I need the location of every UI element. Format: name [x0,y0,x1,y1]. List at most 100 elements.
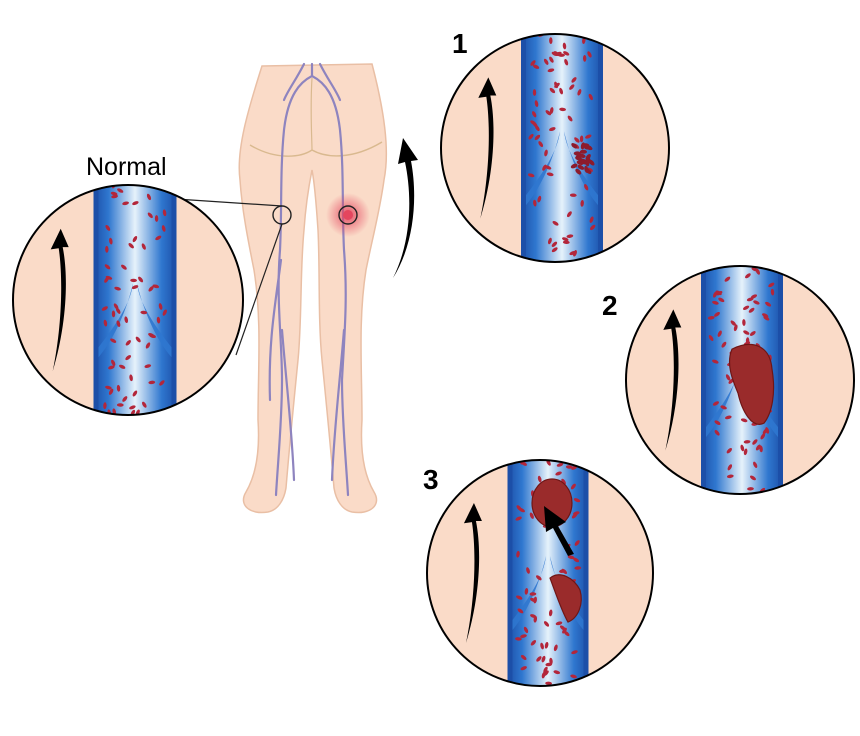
blood-cell [712,359,719,364]
stage-2-label: 2 [602,290,618,321]
stage-3-border [426,459,654,687]
blood-cell [159,380,165,386]
blood-cell [551,241,558,247]
blood-cell [162,309,167,316]
blood-cell [122,201,129,206]
normal-blood-cells [101,185,167,415]
stage-1-blood-cells [527,34,596,257]
normal-valve-left [98,283,133,358]
blood-cell [113,303,119,310]
blood-cell [541,655,546,663]
stage-2-panel [625,265,855,495]
blood-cell [105,275,113,280]
stage-2-vessel-wall-right [778,266,783,494]
legs-illustration [238,62,388,514]
blood-cell [555,621,563,626]
blood-cell [537,475,542,483]
blood-cell [140,310,148,315]
normal-vessel-wall-left [93,185,99,415]
stage-2-blood-cells [707,266,775,494]
blood-cell [129,374,133,382]
blood-cell [570,483,576,490]
stage-1-flow-arrow [478,77,497,219]
stage-3-residual-clot [549,574,582,623]
blood-cell [590,224,596,231]
blood-cell [527,173,535,178]
blood-cell [559,569,566,573]
clustered-cell [580,142,585,150]
blood-cell [720,405,727,410]
blood-cell [141,401,147,408]
blood-cell [718,297,725,303]
blood-cell [537,195,542,203]
blood-cell [717,330,722,337]
blood-cell [517,608,524,614]
blood-cell [529,592,537,596]
clustered-cell [584,165,589,173]
blood-cell [543,666,548,673]
blood-cell [109,237,113,245]
clustered-cell [578,153,586,158]
blood-cell [574,566,582,570]
blood-cell [132,201,139,206]
clustered-cell [573,151,581,156]
clustered-cell [575,156,583,161]
blood-cell [750,475,756,481]
stage-3-vessel-wall-left [507,460,513,686]
blood-cell [122,396,128,402]
blood-cell [549,107,554,114]
blood-cell [555,471,562,476]
vein-5 [280,328,296,482]
blood-cell [148,380,156,385]
normal-valve-right [137,283,172,358]
normal-vessel [93,185,177,415]
normal-vessel-wall-right [171,185,177,415]
blood-cell [111,194,118,199]
blood-cell [559,107,566,112]
blood-cell [528,133,534,140]
blood-cell [549,87,556,94]
stage-3-panel [426,459,654,687]
blood-cell [526,567,530,574]
stage-1-valve-right [564,131,598,206]
blood-cell [565,465,573,469]
normal-border [12,184,244,416]
clustered-cell [570,163,578,169]
blood-cell [559,87,564,95]
normal-label: Normal [86,153,167,181]
blood-cell [532,111,537,118]
blood-cell [147,212,153,219]
blood-cell [523,626,529,634]
clustered-cell [585,153,591,161]
blood-cell [562,627,567,634]
clustered-cell [577,164,585,170]
blood-cell [520,654,527,661]
clustered-cell [575,168,582,175]
blood-cell [582,55,587,62]
blood-cell [753,461,758,468]
blood-cell [570,674,577,679]
vein-6 [330,328,346,482]
blood-cell [156,316,161,324]
blood-cell [547,68,555,73]
blood-cell [515,516,522,521]
blood-cell [726,448,732,454]
clot-dot [343,210,353,220]
blood-cell [714,420,721,426]
blood-cell [569,84,575,90]
blood-cell [119,364,126,369]
blood-cell [571,650,578,655]
blood-cell [770,288,775,296]
blood-cell [755,444,761,451]
blood-cell [101,306,108,311]
cleft-line [310,77,313,151]
blood-cell [561,478,566,485]
blood-cell [743,330,750,335]
blood-cell [712,300,719,305]
blood-cell [116,403,124,407]
blood-cell [589,216,594,223]
blood-cell [553,670,561,675]
blood-cell [148,333,155,338]
stage-2-border [625,265,855,495]
